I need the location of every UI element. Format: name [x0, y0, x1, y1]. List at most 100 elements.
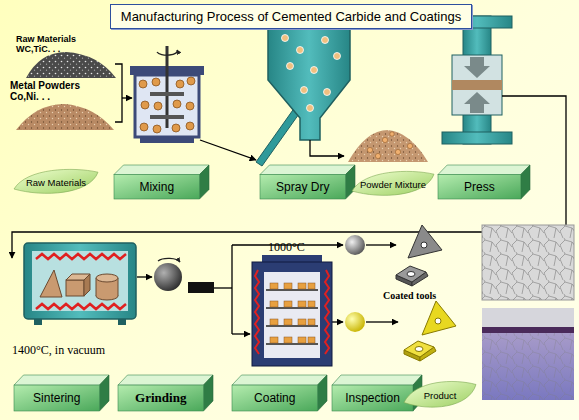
flow-arrow: [200, 140, 256, 160]
spray-dryer-illustration: [307, 105, 314, 112]
sintering-furnace-illustration: [96, 278, 97, 296]
flow-arrow: [310, 140, 344, 156]
coating-furnace-illustration: [270, 301, 278, 307]
feed-bracket: [115, 64, 122, 122]
flow-arrow: [200, 140, 256, 160]
grinding-illustration: [158, 258, 180, 262]
coating-furnace-illustration: [284, 337, 292, 343]
ground-blank: [345, 235, 365, 255]
spray-dryer-illustration: [297, 47, 304, 54]
coating-furnace-illustration: [266, 325, 318, 327]
coating-furnace-illustration: [252, 262, 332, 366]
step-name: Mixing: [139, 180, 174, 194]
flow-arrow: [231, 245, 232, 334]
step-name: Product: [424, 390, 457, 401]
mixer-illustration: [139, 77, 195, 133]
coated-blank: [345, 312, 365, 332]
coating-furnace-illustration: [308, 301, 315, 307]
powder-mixture-pile: [367, 147, 372, 152]
raw-powder-piles: [26, 52, 116, 78]
step-name: Powder Mixture: [360, 179, 426, 190]
mixer-illustration: [186, 102, 194, 110]
step-name: Coating: [254, 391, 295, 405]
powder-mixture-pile: [348, 130, 428, 162]
coating-furnace-illustration: [266, 343, 318, 345]
process-step-block: Press: [438, 165, 530, 199]
step-face: Inspection: [332, 385, 413, 411]
mixer-illustration: [154, 102, 162, 110]
mixer-illustration: [139, 80, 147, 88]
process-note: 1400°C, in vacuum: [12, 343, 105, 358]
mixer-illustration: [150, 92, 184, 96]
block-top: [14, 375, 109, 385]
uncoated-insert: [396, 225, 442, 286]
powder-mixture-pile: [348, 130, 428, 162]
sintering-furnace-illustration: [96, 274, 118, 282]
coated-insert: [422, 301, 456, 335]
raw-powder-piles: [26, 52, 116, 78]
powder-mixture-pile: [407, 143, 412, 148]
coating-furnace-illustration: [284, 283, 292, 289]
block-top: [114, 165, 209, 175]
grinding-illustration: [154, 258, 214, 293]
coating-furnace-illustration: [325, 270, 329, 354]
coating-furnace-illustration: [266, 289, 318, 291]
flow-arrow: [232, 333, 250, 334]
press-illustration: [452, 80, 502, 90]
process-step-block: Grinding: [118, 375, 213, 411]
sintering-furnace-illustration: [118, 278, 119, 296]
title-box: Manufacturing Process of Cemented Carbid…: [110, 4, 472, 29]
sintering-furnace-illustration: [84, 274, 90, 296]
stage-leaf-label: Product: [404, 380, 476, 410]
uncoated-insert: [421, 242, 427, 248]
flow-arrow: [137, 276, 152, 277]
mixer-illustration: [140, 123, 148, 131]
mixer-illustration: [141, 101, 149, 109]
powder-mixture-pile: [395, 149, 400, 154]
micrograph: [482, 308, 574, 400]
step-face: Coating: [232, 385, 318, 411]
mixer-illustration: [176, 80, 184, 88]
grinding-illustration: [154, 263, 182, 291]
coating-furnace-illustration: [284, 301, 292, 307]
feed-bracket: [115, 64, 132, 122]
block-side: [521, 165, 530, 199]
step-face: Mixing: [114, 175, 200, 199]
spray-dryer-illustration: [334, 53, 341, 60]
block-front: [118, 385, 204, 411]
coating-furnace-illustration: [298, 283, 306, 289]
micrograph: [482, 225, 574, 300]
feed-bracket: [122, 97, 132, 98]
block-side: [318, 375, 328, 411]
step-face: Sintering: [14, 385, 100, 411]
coated-insert: [415, 347, 423, 352]
step-name: Spray Dry: [276, 180, 329, 194]
block-side: [204, 375, 214, 411]
flow-arrow: [332, 321, 343, 322]
spray-dryer-illustration: [322, 37, 329, 44]
mixer-illustration: [187, 77, 195, 85]
step-face: Press: [438, 175, 521, 199]
step-name: Inspection: [345, 391, 400, 405]
micrograph: [482, 308, 574, 400]
leaf-shape: [404, 381, 476, 407]
step-face: Grinding: [118, 385, 204, 411]
sintering-furnace-illustration: [66, 280, 84, 296]
coated-insert: [435, 318, 441, 324]
sintering-furnace-illustration: [24, 243, 136, 325]
powder-mixture-pile: [348, 130, 428, 162]
coating-furnace-illustration: [308, 283, 315, 289]
press-illustration: [464, 57, 490, 78]
block-side: [100, 375, 110, 411]
flow-arrow: [366, 321, 398, 322]
spray-dryer-illustration: [311, 67, 318, 74]
press-illustration: [452, 55, 502, 115]
press-illustration: [464, 92, 490, 113]
micrograph: [482, 308, 574, 328]
process-note: Coated tools: [383, 290, 436, 301]
sintering-furnace-illustration: [24, 243, 136, 319]
uncoated-insert: [407, 272, 415, 277]
mixer-illustration: [172, 124, 180, 132]
uncoated-insert: [396, 266, 426, 282]
